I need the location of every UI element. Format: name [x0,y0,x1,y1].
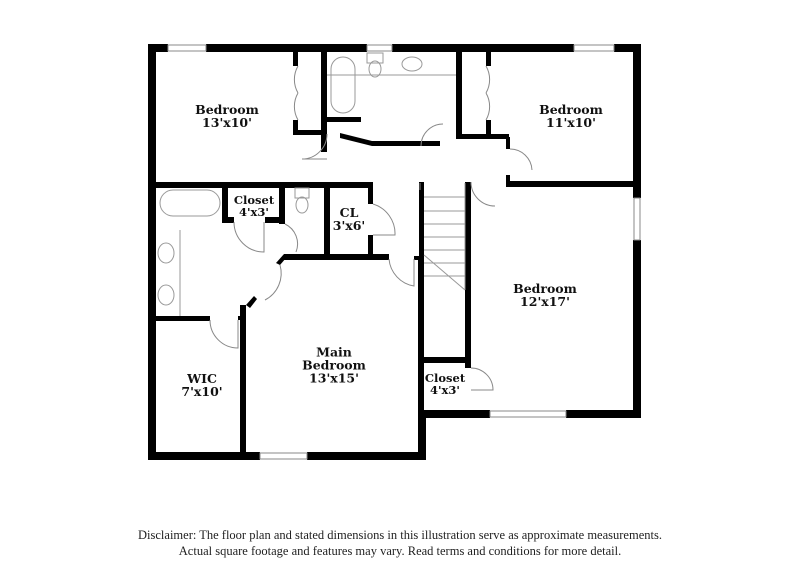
room-name: Bedroom [195,101,259,117]
room-name: CL [339,204,359,220]
room-label-wic: WIC 7'x10' [181,372,222,398]
disclaimer: Disclaimer: The floor plan and stated di… [0,527,800,559]
room-dimensions: 7'x10' [181,384,223,399]
room-label-bedroom-11x10: Bedroom 11'x10' [539,103,603,129]
room-label-main-bedroom: Main Bedroom 13'x15' [302,344,366,386]
room-dimensions: 11'x10' [546,115,596,130]
disclaimer-line-2: Actual square footage and features may v… [178,544,622,558]
room-label-cl-3x6: CL 3'x6' [333,206,366,232]
room-name: Closet [424,370,466,385]
room-dimensions: 12'x17' [520,294,570,309]
room-dimensions: 4'x3' [430,383,460,397]
room-name: WIC [187,370,217,386]
room-name: Bedroom [513,280,577,296]
disclaimer-line-1: Disclaimer: The floor plan and stated di… [138,528,662,542]
windows [167,44,641,460]
exterior-walls [148,44,641,460]
room-name: Bedroom [539,101,603,117]
room-label-bedroom-12x17: Bedroom 12'x17' [513,282,577,308]
room-dimensions: 13'x15' [309,370,359,386]
room-dimensions: 13'x10' [202,115,252,130]
room-name-line1: Main [316,344,352,360]
fixtures [157,52,466,316]
room-label-bedroom-13x10: Bedroom 13'x10' [195,103,259,129]
room-name-line2: Bedroom [302,357,366,373]
room-dimensions: 4'x3' [239,205,269,219]
room-label-closet-4x3-bedroom: Closet 4'x3' [425,372,465,396]
door-swings [209,65,533,391]
interior-walls [148,52,636,455]
room-label-closet-4x3-main: Closet 4'x3' [234,194,274,218]
room-name: Closet [233,192,275,207]
room-dimensions: 3'x6' [332,218,366,233]
